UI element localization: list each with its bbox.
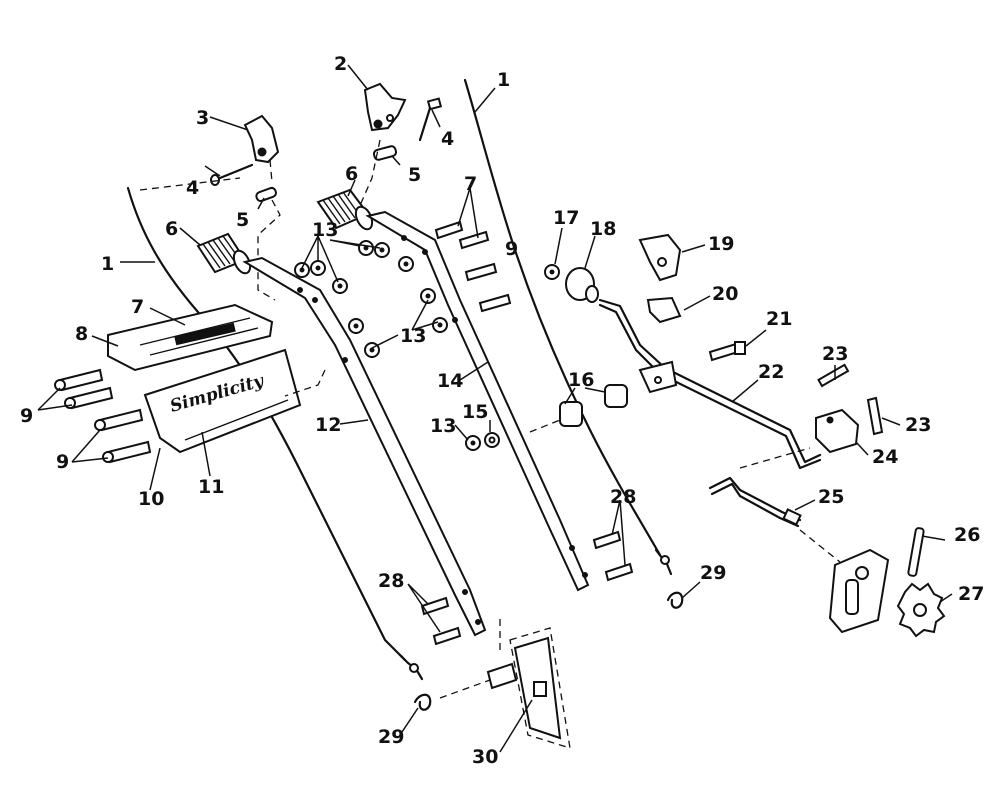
callout-21: 21 xyxy=(766,308,792,330)
callout-2: 2 xyxy=(334,53,347,75)
callout-labels: 1 2 3 4 4 5 5 6 6 1 7 13 9 17 18 19 20 2… xyxy=(20,53,984,768)
handle-grip-6-left xyxy=(196,232,252,275)
bolts-28-lower xyxy=(420,596,462,646)
pin-5-lower xyxy=(255,186,277,202)
callout-6-lower: 6 xyxy=(165,218,178,240)
bolts-28-right xyxy=(592,530,634,582)
control-lever-2 xyxy=(363,82,407,132)
control-panel-11: Simplicity xyxy=(143,348,302,454)
callout-25: 25 xyxy=(818,486,844,508)
callout-17: 17 xyxy=(553,207,579,229)
bracket-30 xyxy=(486,627,571,749)
callout-13-upper: 13 xyxy=(312,219,338,241)
callout-14: 14 xyxy=(437,370,463,392)
callout-9-upper-left: 9 xyxy=(20,405,33,427)
clip-19 xyxy=(638,233,682,282)
spring-clip-29-left xyxy=(413,693,432,711)
control-lever-3 xyxy=(243,114,280,164)
washer-15 xyxy=(484,432,500,448)
bushing-16 xyxy=(559,384,628,427)
callout-6-upper: 6 xyxy=(345,163,358,185)
leader-lines xyxy=(37,64,953,753)
callout-1-right: 1 xyxy=(497,69,510,91)
shift-plate xyxy=(828,548,890,634)
callout-28-lower: 28 xyxy=(378,570,404,592)
callout-29-right: 29 xyxy=(700,562,726,584)
callout-9-lower-left: 9 xyxy=(56,451,69,473)
callout-10: 10 xyxy=(138,488,164,510)
callout-9-right: 9 xyxy=(505,238,518,260)
gear-27 xyxy=(896,582,946,638)
callout-23-right: 23 xyxy=(905,414,931,436)
callout-16: 16 xyxy=(568,369,594,391)
pin-23-upper xyxy=(817,363,850,388)
handle-bar-14 xyxy=(365,210,590,592)
rod-25 xyxy=(708,476,802,528)
callout-23-upper: 23 xyxy=(822,343,848,365)
bolt-4-lower xyxy=(210,163,254,186)
pin-26 xyxy=(907,527,925,577)
spring-clip-29-right xyxy=(666,591,684,609)
callout-5-lower: 5 xyxy=(236,209,249,231)
callout-7-left: 7 xyxy=(131,296,144,318)
callout-18: 18 xyxy=(590,218,616,240)
handle-bar-12 xyxy=(242,256,487,637)
callout-19: 19 xyxy=(708,233,734,255)
callout-4-lower: 4 xyxy=(186,177,199,199)
callout-8: 8 xyxy=(75,323,88,345)
control-cable-right xyxy=(463,78,673,576)
callout-30: 30 xyxy=(472,746,498,768)
callout-3: 3 xyxy=(196,107,209,129)
screws-9-left xyxy=(54,368,152,464)
bolt-21 xyxy=(708,341,746,362)
callout-13-lower: 13 xyxy=(430,415,456,437)
nut-17 xyxy=(544,264,560,280)
callout-27: 27 xyxy=(958,583,984,605)
screws-7-right xyxy=(434,220,490,250)
callout-22: 22 xyxy=(758,361,784,383)
shift-rod-22 xyxy=(598,298,822,470)
pin-5-upper xyxy=(372,145,398,161)
callout-5-upper: 5 xyxy=(408,164,421,186)
callout-12: 12 xyxy=(315,414,341,436)
callout-29-left: 29 xyxy=(378,726,404,748)
bolt-4-upper xyxy=(418,97,443,142)
pin-23-right xyxy=(866,396,884,436)
callout-7-right: 7 xyxy=(464,173,477,195)
callout-24: 24 xyxy=(872,446,898,468)
callout-1-left: 1 xyxy=(101,253,114,275)
block-24 xyxy=(815,408,860,454)
control-panel-8 xyxy=(107,303,274,372)
callout-11: 11 xyxy=(198,476,224,498)
callout-20: 20 xyxy=(712,283,738,305)
clip-20 xyxy=(646,296,682,324)
callout-13-middle: 13 xyxy=(400,325,426,347)
callout-28-right: 28 xyxy=(610,486,636,508)
screws-9-right xyxy=(464,262,512,313)
callout-26: 26 xyxy=(954,524,980,546)
callout-15: 15 xyxy=(462,401,488,423)
callout-4-upper: 4 xyxy=(441,128,454,150)
bushing-18 xyxy=(565,267,599,303)
